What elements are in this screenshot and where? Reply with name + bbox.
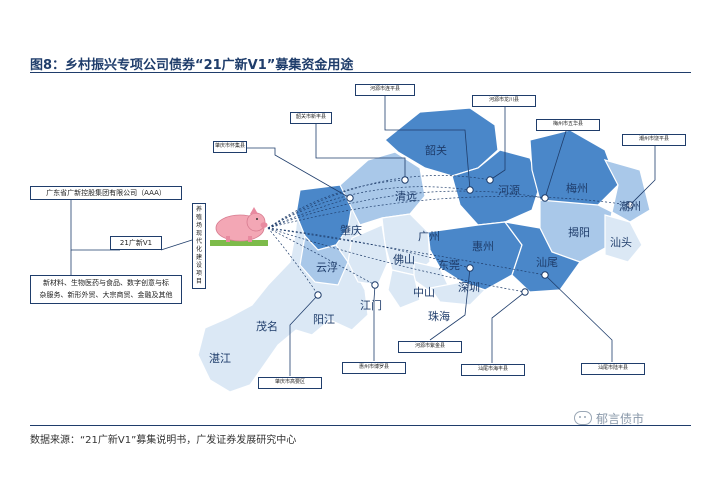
watermark-text: 郁言债市 — [596, 412, 645, 426]
flow-wuhua — [267, 190, 546, 229]
source-rule — [30, 425, 691, 426]
city-shenzhen: 深圳 — [458, 281, 480, 294]
pig-snout — [260, 222, 268, 228]
grass-base — [210, 240, 268, 246]
region-zhongshan — [387, 269, 421, 309]
flow-huaiji — [267, 197, 351, 229]
region-heyuan — [451, 149, 541, 226]
pig-ear — [250, 207, 258, 214]
city-zhongshan: 中山 — [413, 286, 435, 299]
connector-lufeng — [544, 274, 613, 362]
farm-label-longchuan: 河源市龙川县 — [472, 95, 536, 107]
farm-marker-huaiji — [346, 194, 354, 202]
flow-lufeng — [267, 227, 546, 276]
farm-label-zijin: 河源市紫金县 — [398, 341, 462, 353]
city-yangjiang: 阳江 — [313, 313, 335, 326]
farm-marker-boluo — [371, 281, 379, 289]
farm-marker-haifeng — [521, 288, 529, 296]
pig-head — [246, 212, 266, 232]
connector-wuhua — [544, 127, 568, 199]
farm-marker-gaoyao — [314, 291, 322, 299]
pig-leg-2 — [248, 236, 252, 242]
farm-marker-xinfeng — [401, 176, 409, 184]
city-heyuan: 河源 — [498, 184, 520, 197]
farm-marker-lufeng — [541, 271, 549, 279]
city-yunfu: 云浮 — [316, 261, 338, 274]
city-qingyuan: 清远 — [395, 190, 417, 203]
connector-raoping — [629, 145, 656, 206]
issuer-box: 广东省广新控股集团有限公司（AAA） — [30, 186, 182, 200]
region-shaoguan — [384, 107, 499, 177]
chat-bubble-icon — [574, 411, 592, 425]
connector-huaiji — [245, 147, 351, 199]
source-note: 数据来源：“21广新V1”募集说明书，广发证券发展研究中心 — [30, 435, 297, 446]
city-chaozhou: 潮州 — [619, 200, 641, 213]
region-huizhou — [427, 221, 523, 291]
flow-haifeng — [267, 227, 526, 293]
connector-haifeng — [491, 291, 526, 363]
farm-label-huaiji: 肇庆市怀集县 — [213, 141, 247, 153]
city-zhanjiang: 湛江 — [209, 352, 231, 365]
farm-marker-lianping — [466, 186, 474, 194]
business-box: 新材料、生物医药与食品、数字创意与标 杂服务、新形外贸、大宗商贸、金融及其他 — [30, 275, 182, 304]
farm-markers — [314, 176, 634, 299]
flow-lianping — [267, 186, 471, 229]
connector-xinfeng — [315, 120, 406, 180]
pig-icon — [210, 207, 268, 246]
city-maoming: 茂名 — [256, 320, 278, 333]
region-qingyuan — [339, 151, 426, 226]
pig-leg-1 — [226, 236, 230, 242]
city-huizhou: 惠州 — [472, 240, 494, 253]
farm-label-lufeng: 汕尾市陆丰县 — [581, 363, 645, 375]
city-shanwei: 汕尾 — [536, 256, 558, 269]
connector-lianping — [384, 93, 471, 191]
project-box: 养殖场现代化建设项目 — [192, 203, 206, 289]
flow-boluo — [267, 227, 376, 286]
watermark: 郁言债市 — [574, 410, 644, 427]
city-jiangmen: 江门 — [360, 299, 382, 312]
connector-lines — [70, 93, 656, 376]
farm-label-lianping: 河源市连平县 — [355, 84, 415, 96]
connector-zijin — [429, 267, 471, 341]
city-shantou: 汕头 — [610, 236, 632, 249]
region-shantou — [604, 214, 643, 263]
business-line-1: 新材料、生物医药与食品、数字创意与标 — [43, 279, 169, 287]
flow-gaoyao — [267, 227, 319, 296]
flow-longchuan — [267, 175, 491, 229]
connector-boluo — [373, 284, 376, 361]
city-dongguan: 东莞 — [438, 259, 460, 272]
city-zhaoqing: 肇庆 — [340, 224, 362, 237]
farm-marker-wuhua — [541, 194, 549, 202]
business-line-2: 杂服务、新形外贸、大宗商贸、金融及其他 — [39, 291, 173, 299]
region-yunfu — [299, 234, 349, 286]
farm-marker-raoping — [626, 201, 634, 209]
fund-flow-lines — [267, 175, 631, 296]
city-foshan: 佛山 — [393, 253, 415, 266]
farm-label-gaoyao: 肇庆市高要区 — [258, 377, 322, 389]
city-meizhou: 梅州 — [566, 182, 588, 195]
city-jieyang: 揭阳 — [568, 226, 590, 239]
title-rule — [30, 72, 691, 73]
connector-longchuan — [489, 103, 506, 181]
farm-marker-longchuan — [486, 176, 494, 184]
bond-box: 21广新V1 — [110, 236, 162, 250]
farm-marker-zijin — [466, 264, 474, 272]
flow-raoping — [267, 196, 631, 229]
pig-eye — [256, 218, 258, 220]
city-guangzhou: 广州 — [418, 230, 440, 243]
farm-label-haifeng: 汕尾市海丰县 — [461, 364, 525, 376]
figure-title: 图8：乡村振兴专项公司债券“21广新V1”募集资金用途 — [30, 58, 354, 73]
flow-zijin — [267, 227, 471, 269]
city-zhuhai: 珠海 — [428, 310, 450, 323]
connector-to-project — [160, 239, 193, 251]
region-shenzhen — [428, 281, 487, 306]
city-shaoguan: 韶关 — [425, 144, 447, 157]
farm-label-xinfeng: 韶关市新丰县 — [290, 112, 332, 124]
connector-gaoyao — [289, 294, 319, 376]
flow-xinfeng — [267, 179, 406, 229]
farm-label-wuhua: 梅州市五华县 — [536, 119, 600, 131]
farm-label-raoping: 潮州市饶平县 — [622, 134, 686, 146]
farm-label-boluo: 惠州市博罗县 — [342, 362, 406, 374]
